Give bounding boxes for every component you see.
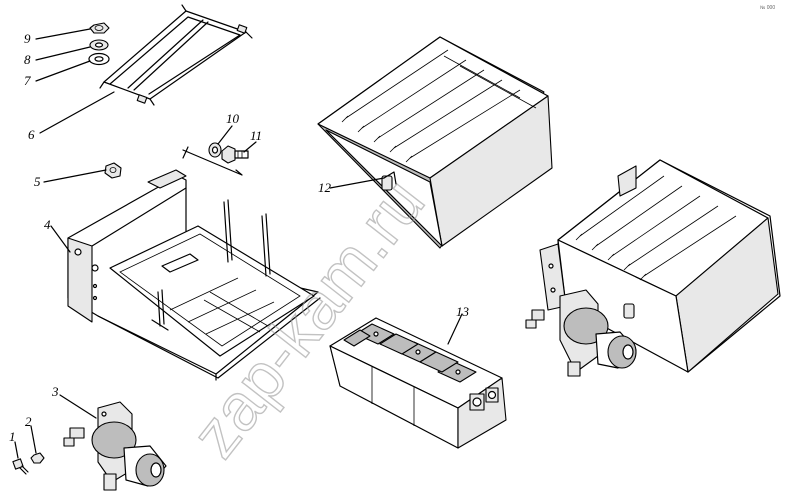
callout-3: 3 bbox=[51, 384, 59, 399]
part-11-bolt bbox=[221, 145, 249, 164]
callout-7: 7 bbox=[24, 73, 31, 88]
corner-mark: № 000 bbox=[760, 5, 775, 11]
callout-6: 6 bbox=[28, 127, 35, 142]
part-6-clamp-frame bbox=[99, 4, 253, 106]
callout-9: 9 bbox=[24, 31, 31, 46]
part-4-battery-tray bbox=[67, 169, 321, 381]
part-5-nut bbox=[104, 162, 122, 179]
part-3-ground-switch bbox=[63, 401, 167, 491]
part-7-flat-washer bbox=[88, 52, 110, 66]
bolt-leader-bracket bbox=[182, 146, 243, 176]
callout-11: 11 bbox=[250, 128, 262, 143]
callout-8: 8 bbox=[24, 52, 31, 67]
callout-1: 1 bbox=[9, 429, 16, 444]
assembled-battery-box bbox=[525, 159, 781, 377]
part-12-battery-cover bbox=[317, 36, 553, 249]
callout-13: 13 bbox=[456, 304, 470, 319]
callout-2: 2 bbox=[25, 414, 32, 429]
callout-4: 4 bbox=[44, 217, 51, 232]
part-10-washer bbox=[208, 142, 222, 158]
part-1-screw bbox=[12, 458, 29, 475]
part-9-nut bbox=[89, 22, 110, 34]
callout-5: 5 bbox=[34, 174, 41, 189]
callout-12: 12 bbox=[318, 180, 332, 195]
part-13-battery bbox=[329, 317, 507, 449]
leader-lines bbox=[14, 28, 463, 459]
callout-10: 10 bbox=[226, 111, 240, 126]
callout-labels: 9 8 7 6 5 10 11 4 12 13 3 2 1 bbox=[9, 31, 470, 444]
part-2-nut bbox=[30, 452, 45, 464]
part-8-spring-washer bbox=[89, 39, 109, 51]
